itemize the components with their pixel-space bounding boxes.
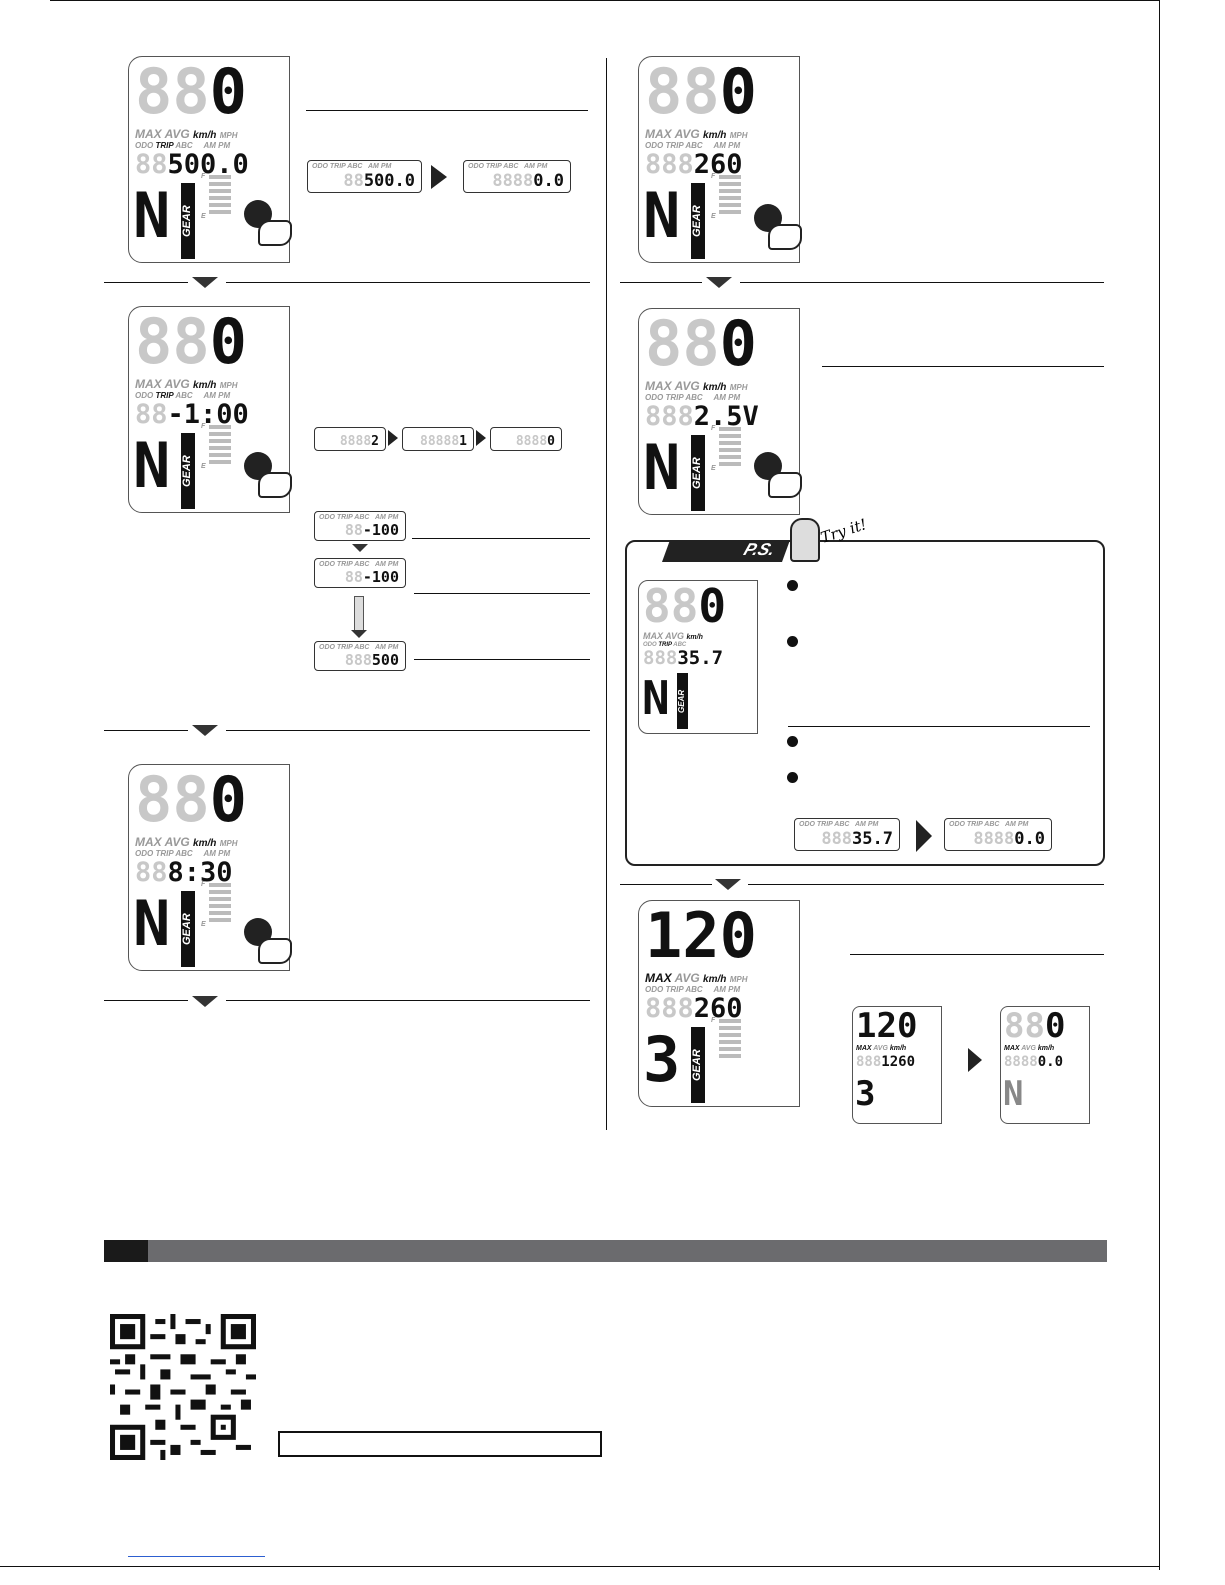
divider (850, 954, 1104, 955)
ps-box (625, 540, 1105, 866)
hand-icon (258, 938, 292, 964)
mini-display-step3: 88880 (490, 427, 562, 451)
divider (788, 726, 1090, 727)
right-border (1159, 0, 1160, 1570)
hand-icon (258, 220, 292, 246)
ps-badge: P.S. (661, 540, 791, 562)
arrow-right-icon (431, 165, 447, 189)
top-border (50, 0, 1160, 1)
hand-icon (768, 224, 802, 250)
qr-code (110, 1314, 256, 1460)
gear-label: GEAR (691, 183, 705, 259)
separator (104, 730, 188, 731)
arrow-down-icon (351, 630, 367, 638)
separator (226, 730, 590, 731)
gear-label: GEAR (691, 1027, 705, 1103)
arrow-right-icon (968, 1048, 982, 1072)
arrow-down-icon (706, 277, 732, 288)
bullet-icon (787, 580, 798, 591)
hand-icon (258, 472, 292, 498)
bullet-icon (787, 772, 798, 783)
long-arrow (354, 596, 364, 632)
bottom-border (0, 1566, 1160, 1567)
footer-link-underline (128, 1556, 265, 1557)
column-divider (606, 58, 607, 1130)
mini-display-step4: ODO TRIP ABC AM PM 88-100 (314, 511, 406, 541)
arrow-down-icon (192, 996, 218, 1007)
section-header-bar (104, 1240, 1107, 1262)
lcd-display-4: 880 MAX AVG km/h MPH ODO TRIP ABC AM PM … (638, 56, 800, 263)
gear-label: GEAR (181, 891, 195, 967)
lcd-display-6: 120 MAX AVG km/h MPH ODO TRIP ABC AM PM … (638, 900, 800, 1107)
divider (414, 593, 590, 594)
separator (226, 282, 590, 283)
divider (822, 366, 1104, 367)
mini-display-trip: ODO TRIP ABC AM PM 88500.0 (307, 160, 422, 193)
arrow-down-icon (192, 277, 218, 288)
separator (104, 1000, 188, 1001)
arrow-right-icon (476, 430, 486, 446)
arrow-down-icon (192, 725, 218, 736)
url-box (278, 1431, 602, 1457)
fuel-gauge (209, 425, 231, 467)
section-header-tab (104, 1240, 148, 1262)
arrow-right-icon (388, 430, 398, 446)
lcd-display-1: 880 MAX AVG km/h MPH ODO TRIP ABC AM PM … (128, 56, 290, 263)
mini-display-ps-a: ODO TRIP ABC AM PM 88835.7 (794, 818, 900, 851)
fuel-gauge (209, 175, 231, 217)
mini-display-reset: ODO TRIP ABC AM PM 88880.0 (463, 160, 571, 193)
divider (306, 110, 588, 111)
arrow-down-icon (352, 544, 368, 552)
hand-icon (768, 472, 802, 498)
bullet-icon (787, 736, 798, 747)
odometer-value: 500.0 (167, 149, 249, 180)
mini-display-step6: ODO TRIP ABC AM PM 888500 (314, 641, 406, 671)
arrow-right-icon (916, 820, 932, 852)
mini-lcd-a: 120 MAX AVG km/h 8881260 3 (852, 1006, 942, 1124)
separator (226, 1000, 590, 1001)
fuel-gauge (719, 1019, 741, 1061)
gear-label: GEAR (181, 433, 195, 509)
lcd-display-5: 880 MAX AVG km/h MPH ODO TRIP ABC AM PM … (638, 308, 800, 515)
mini-lcd-b: 880 MAX AVG km/h 88880.0 N (1000, 1006, 1090, 1124)
fuel-gauge (719, 175, 741, 217)
separator (740, 282, 1104, 283)
gear-label: GEAR (691, 435, 705, 511)
fuel-gauge (209, 883, 231, 925)
separator (620, 884, 712, 885)
mini-display-step1: 88882 (314, 427, 386, 451)
gear-label: GEAR (181, 183, 195, 259)
separator (104, 282, 188, 283)
mini-display-ps-b: ODO TRIP ABC AM PM 88880.0 (944, 818, 1052, 851)
separator (620, 282, 702, 283)
arrow-down-icon (715, 879, 741, 890)
rider-mascot-icon (790, 518, 820, 562)
bullet-icon (787, 636, 798, 647)
divider (414, 659, 590, 660)
lcd-display-ps: 880 MAX AVG km/h ODO TRIP ABC 88835.7 N … (638, 580, 758, 734)
mini-display-step2: 888881 (402, 427, 474, 451)
divider (412, 538, 590, 539)
fuel-gauge (719, 427, 741, 469)
separator (748, 884, 1104, 885)
gear-indicator: N (133, 179, 171, 252)
gear-label: GEAR (677, 673, 688, 729)
mini-display-step5: ODO TRIP ABC AM PM 88-100 (314, 558, 406, 588)
